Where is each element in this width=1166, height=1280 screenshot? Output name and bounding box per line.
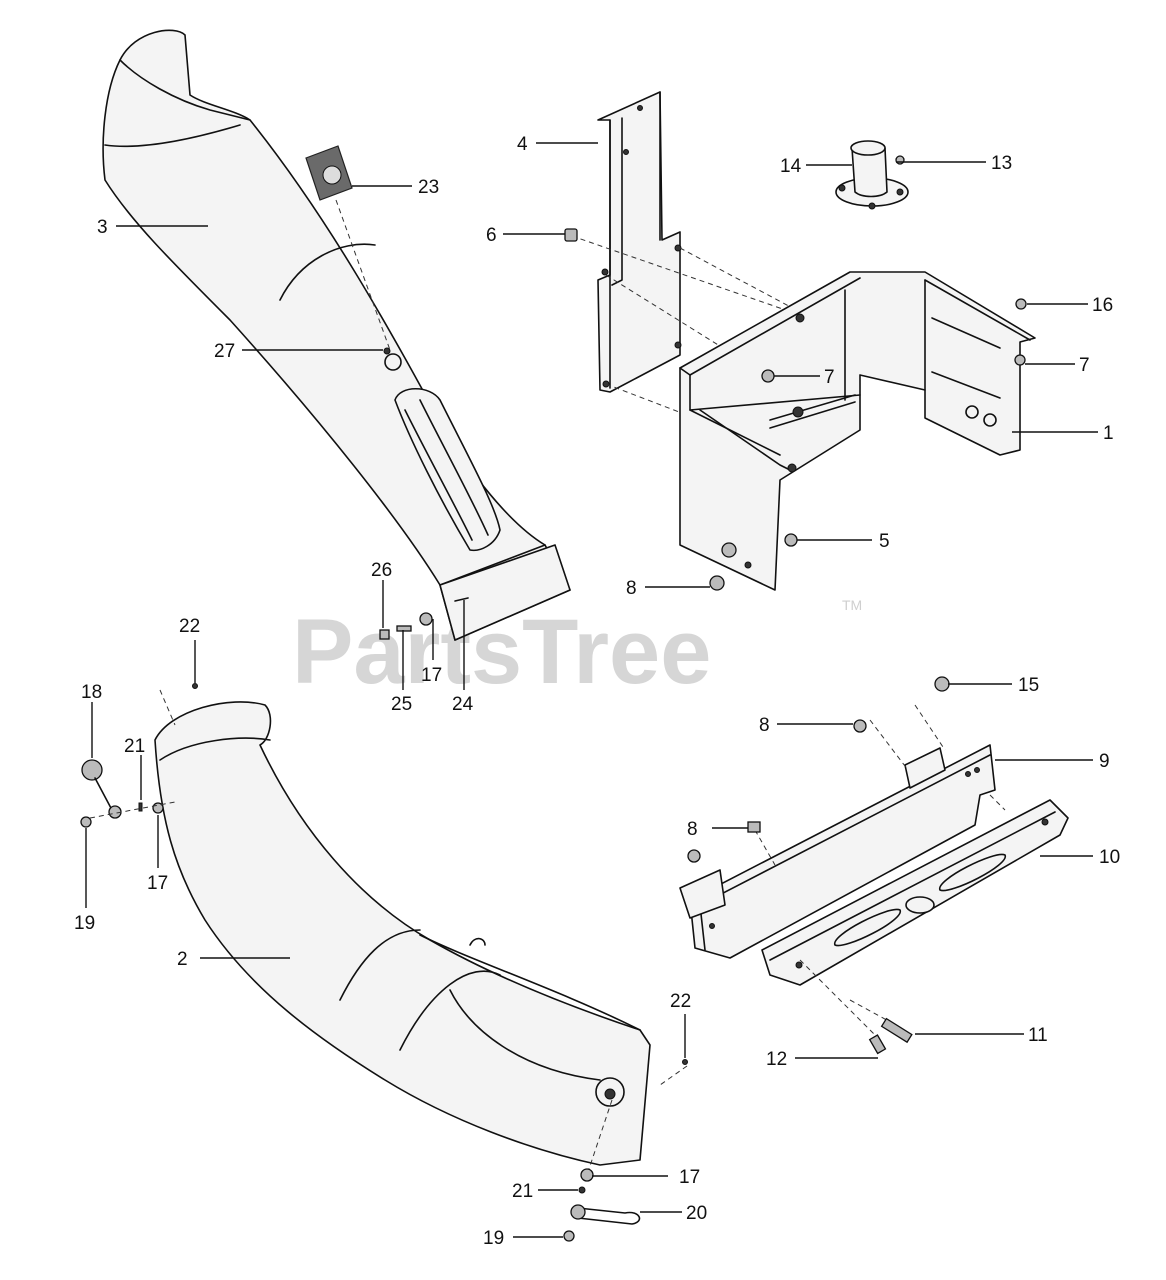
clip-24 [454,597,469,602]
callout-16: 16 [1092,295,1113,316]
nut-19-lower [563,1230,575,1242]
clip-8 [747,821,761,833]
callout-9: 9 [1099,751,1110,772]
bolt-11 [880,1017,913,1044]
callout-24: 24 [452,694,474,715]
callout-13: 13 [991,153,1012,174]
pin-21-left [138,802,143,812]
nut-7-right [1014,354,1026,366]
nut-8-mount [853,719,867,733]
nut-bracket-front [721,542,737,558]
knob-18 [81,759,103,781]
callout-8b: 8 [759,715,770,736]
screw-27 [383,347,391,355]
callout-7b: 7 [1079,355,1090,376]
callout-17b: 17 [147,873,168,894]
callout-5: 5 [879,531,890,552]
bumper-bar [761,799,1069,986]
hole-27 [384,353,402,371]
callout-8c: 8 [687,819,698,840]
switch-part [305,145,391,351]
callout-1: 1 [1103,423,1114,444]
link-end-20 [570,1204,586,1220]
callout-10: 10 [1099,847,1120,868]
nut-26 [379,629,390,640]
screw-13 [895,155,905,165]
callout-25: 25 [391,694,412,715]
callout-19a: 19 [74,913,95,934]
callout-7a: 7 [824,367,835,388]
callout-14: 14 [780,156,802,177]
callout-17c: 17 [679,1167,700,1188]
nut-19-left [80,816,92,828]
callout-17a: 17 [421,665,442,686]
watermark-trademark: TM [842,597,862,613]
nut-bracket-left [687,849,701,863]
knob-15 [934,676,950,692]
leader-lines [85,142,1098,1238]
pin-21-lower [578,1186,586,1194]
nut-8-upper [709,575,725,591]
callout-22b: 22 [670,991,691,1012]
callout-26: 26 [371,560,392,581]
link-20 [577,1207,641,1225]
screw-22-lower [682,1059,688,1065]
vertical-bracket [597,91,682,393]
watermark: PartsTree TM [292,597,862,703]
callout-labels: 1 2 3 4 5 6 7 7 8 8 8 9 10 11 12 13 14 1… [74,134,1120,1249]
chute-knob [835,140,909,210]
callout-4: 4 [517,134,528,155]
callout-8a: 8 [626,578,637,599]
washer-17-lower [580,1168,594,1182]
callout-23: 23 [418,177,439,198]
callout-19b: 19 [483,1228,504,1249]
callout-21a: 21 [124,736,145,757]
lower-blower-tube [154,701,651,1166]
callout-15: 15 [1018,675,1039,696]
bolt-6 [564,228,578,242]
mount-bracket [679,744,996,959]
callout-18: 18 [81,682,102,703]
screw-22-upper [192,683,198,689]
bolt-16 [1015,298,1027,310]
callout-2: 2 [177,949,188,970]
washer-17-upper [419,612,433,626]
callout-12: 12 [766,1049,787,1070]
callout-3: 3 [97,217,108,238]
callout-20: 20 [686,1203,707,1224]
bolt-12 [868,1034,887,1055]
pin-25 [396,625,412,632]
callout-21b: 21 [512,1181,533,1202]
upper-blower-tube [102,29,571,641]
callout-6: 6 [486,225,497,246]
main-bracket [679,271,1036,591]
nut-7-inner [761,369,775,383]
callout-27: 27 [214,341,235,362]
callout-11: 11 [1028,1025,1048,1046]
callout-22a: 22 [179,616,200,637]
link-18 [94,777,113,811]
bolt-5 [784,533,798,547]
